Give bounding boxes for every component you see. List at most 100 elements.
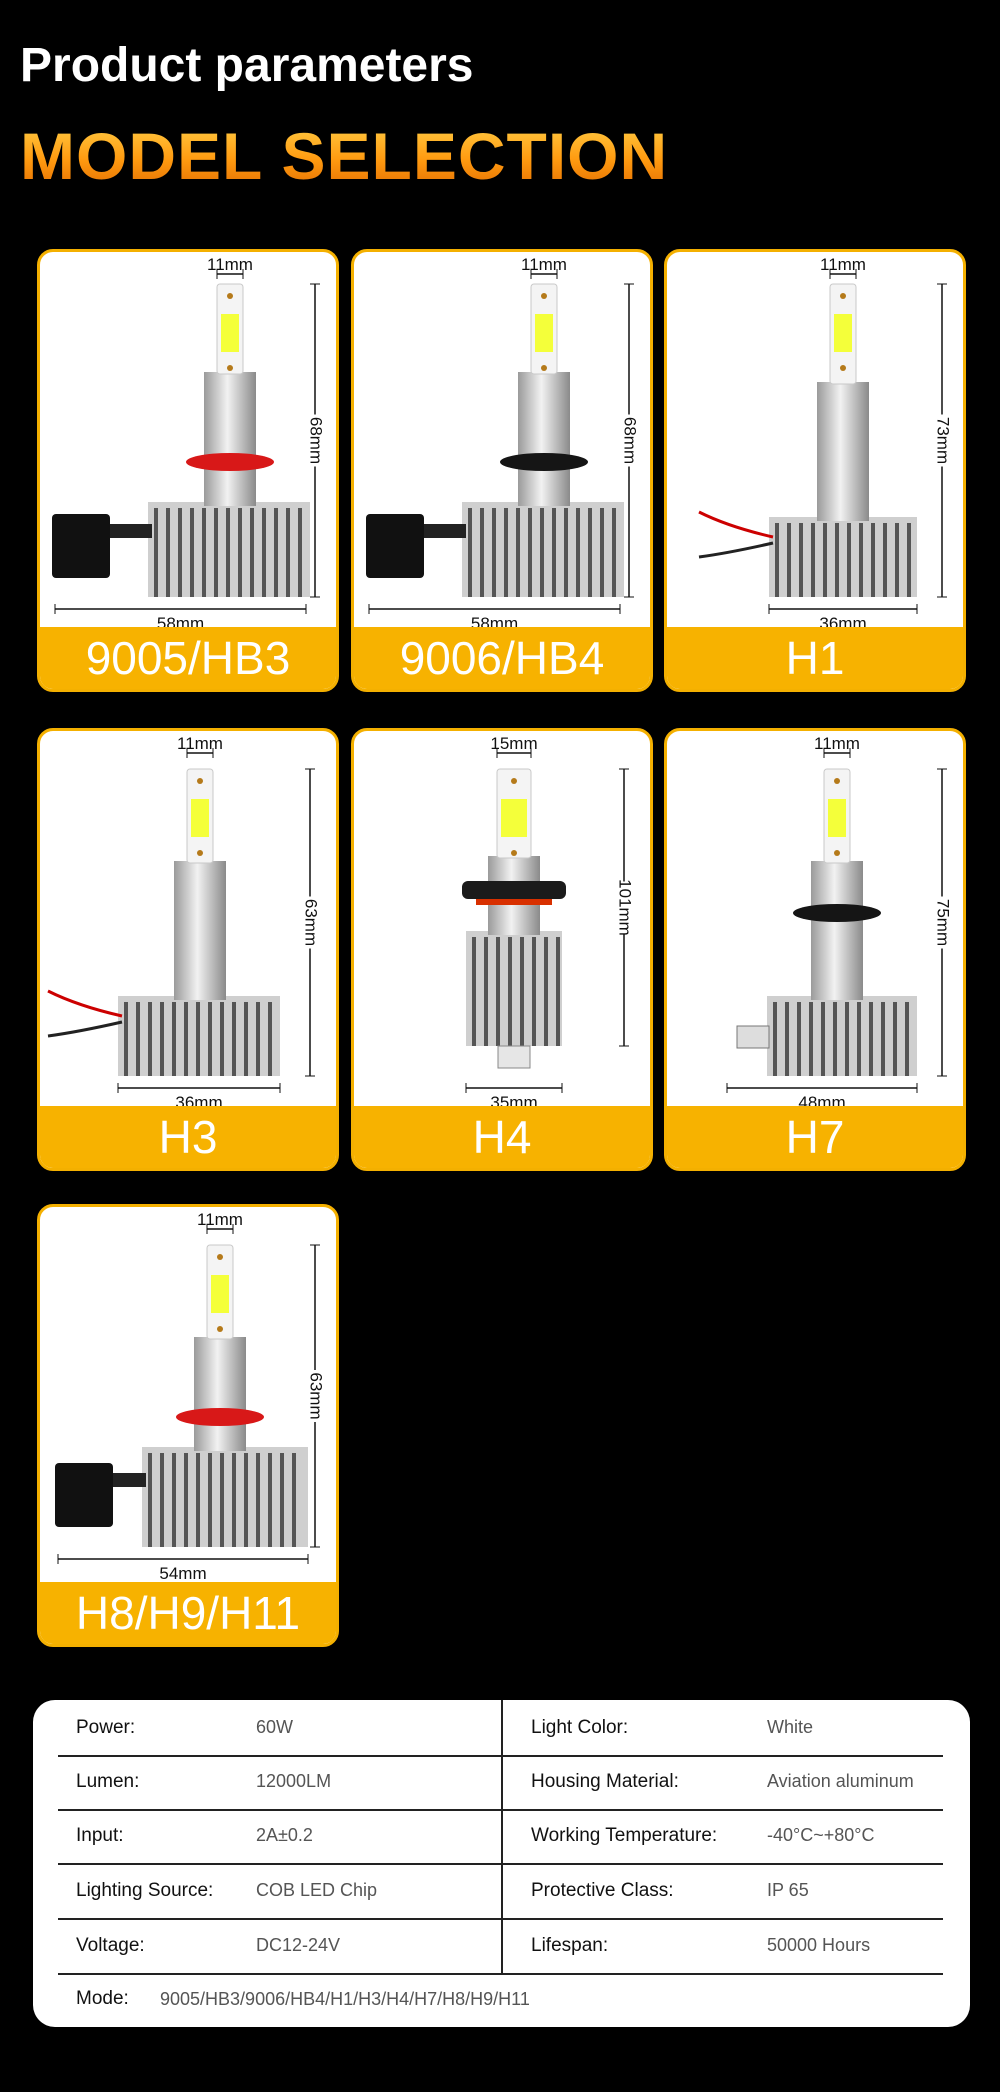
dim-height: 63mm — [307, 1372, 326, 1419]
spec-value: 2A±0.2 — [256, 1825, 313, 1845]
collar-flange — [462, 881, 566, 899]
model-name: 9006/HB4 — [399, 632, 605, 684]
spec-label: Light Color: — [531, 1716, 629, 1738]
heatsink-fins — [769, 517, 917, 597]
wire-red — [47, 989, 123, 1018]
model-name: 9005/HB3 — [85, 632, 291, 684]
cob-chip — [211, 1275, 229, 1313]
spec-label: Housing Material: — [531, 1771, 679, 1792]
bulb-body — [518, 372, 570, 506]
heatsink-fins — [767, 996, 917, 1076]
dim-height: 73mm — [934, 417, 953, 464]
spec-mode-label: Mode: — [76, 1988, 129, 2009]
spec-value: 12000LM — [256, 1771, 332, 1791]
plug-connector — [52, 514, 110, 578]
heatsink-fins — [462, 502, 624, 597]
spec-value: 60W — [256, 1716, 294, 1737]
model-label-band: H1 — [667, 627, 963, 689]
wire-black — [698, 541, 774, 559]
wire-red — [698, 510, 774, 539]
pin-base — [497, 1045, 531, 1069]
dim-height: 63mm — [302, 899, 321, 946]
spec-label: Voltage: — [76, 1934, 145, 1956]
bulb-body — [194, 1337, 246, 1451]
dim-top-width: 11mm — [197, 1210, 243, 1229]
plug-connector — [55, 1463, 113, 1527]
dim-top-width: 11mm — [207, 255, 253, 274]
spec-label: Lifespan: — [531, 1934, 609, 1956]
model-label-band: 9006/HB4 — [354, 627, 650, 689]
dim-top-width: 15mm — [490, 734, 537, 753]
dim-top-width: 11mm — [814, 734, 860, 753]
spec-label: Working Temperature: — [531, 1825, 718, 1846]
spec-row-divider — [58, 1809, 943, 1811]
spec-label: Protective Class: — [531, 1879, 674, 1901]
bulb-body — [204, 372, 256, 506]
dim-height: 68mm — [621, 417, 640, 464]
spec-value: -40°C~+80°C — [767, 1825, 875, 1845]
dim-height: 101mm — [616, 879, 635, 936]
cob-chip — [501, 799, 527, 837]
spec-row-divider — [58, 1973, 943, 1975]
bulb-illustration: 11mm 63mm 54mm — [55, 1210, 326, 1583]
cob-chip — [221, 314, 239, 352]
spec-label: Lumen: — [76, 1771, 140, 1792]
collar-ring — [500, 453, 588, 471]
spec-mode-value: 9005/HB3/9006/HB4/H1/H3/H4/H7/H8/H9/H11 — [160, 1989, 530, 2009]
spec-divider-vertical — [501, 1700, 503, 1973]
dim-top-width: 11mm — [521, 255, 567, 274]
heatsink-fins — [466, 931, 562, 1046]
spec-value: Aviation aluminum — [767, 1771, 914, 1791]
dim-top-width: 11mm — [177, 734, 223, 753]
collar-ring — [186, 453, 274, 471]
spec-value: 50000 Hours — [767, 1934, 871, 1955]
heatsink-fins — [148, 502, 310, 597]
dim-height: 68mm — [307, 417, 326, 464]
section-heading: MODEL SELECTION — [20, 119, 669, 193]
bulb-body — [174, 861, 226, 1000]
heatsink-fins — [118, 996, 280, 1076]
cob-chip — [191, 799, 209, 837]
spec-value: IP 65 — [767, 1879, 809, 1900]
dim-height: 75mm — [934, 899, 953, 946]
plug-connector — [366, 514, 424, 578]
page-title: Product parameters — [20, 39, 474, 92]
model-name: H8/H9/H11 — [75, 1587, 301, 1639]
dim-top-width: 11mm — [820, 255, 866, 274]
plug-connector — [736, 1025, 770, 1049]
model-label-band: H4 — [354, 1106, 650, 1168]
spec-row-divider — [58, 1755, 943, 1757]
model-label-band: 9005/HB3 — [40, 627, 336, 689]
spec-value: White — [767, 1716, 814, 1737]
model-label-band: H8/H9/H11 — [40, 1582, 336, 1644]
wire-black — [47, 1020, 123, 1038]
cob-chip — [834, 314, 852, 352]
spec-row-divider — [58, 1918, 943, 1920]
dim-base-width: 54mm — [159, 1564, 206, 1583]
model-label-band: H7 — [667, 1106, 963, 1168]
spec-label: Power: — [76, 1716, 136, 1738]
cob-chip — [828, 799, 846, 837]
collar-ring — [176, 1408, 264, 1426]
model-label-band: H3 — [40, 1106, 336, 1168]
model-name: H4 — [472, 1111, 532, 1163]
model-name: H7 — [785, 1111, 845, 1163]
model-name: H1 — [785, 632, 845, 684]
model-name: H3 — [158, 1111, 218, 1163]
spec-value: DC12-24V — [256, 1934, 341, 1955]
collar-ring — [793, 904, 881, 922]
bulb-body — [811, 861, 863, 1000]
